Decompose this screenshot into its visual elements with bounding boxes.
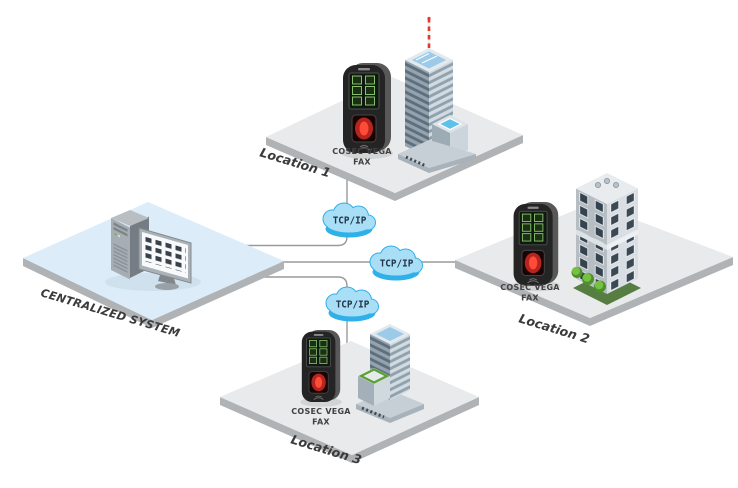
centralized-computer-icon [105, 210, 201, 291]
building-tower-icon [356, 324, 424, 423]
platform-location-3 [220, 341, 479, 463]
connection-line-location-3 [240, 276, 348, 348]
tcpip-cloud-3: TCP/IP [325, 286, 379, 323]
device-1-name-label: COSEC VEGA [332, 147, 392, 156]
platform-side [455, 257, 733, 326]
device-3-name-label: COSEC VEGA [291, 407, 351, 416]
tcpip-label-3: TCP/IP [336, 300, 370, 311]
device-2-model-label: FAX [521, 294, 539, 303]
building-skyscraper-icon [398, 16, 476, 173]
device-1-model-label: FAX [353, 158, 371, 167]
cosec-vega-device-3 [299, 329, 343, 408]
device-2-name-label: COSEC VEGA [500, 283, 560, 292]
platform-top [220, 341, 479, 455]
tcpip-cloud-1: TCP/IP [322, 202, 376, 239]
device-3-model-label: FAX [312, 418, 330, 427]
building-office-icon [571, 173, 641, 305]
tcpip-label-2: TCP/IP [380, 259, 414, 270]
cosec-vega-device-1 [340, 62, 394, 160]
bushes [571, 267, 606, 293]
tcpip-label-1: TCP/IP [333, 216, 367, 227]
cosec-vega-device-2 [511, 201, 561, 292]
tcpip-cloud-2: TCP/IP [369, 245, 423, 282]
